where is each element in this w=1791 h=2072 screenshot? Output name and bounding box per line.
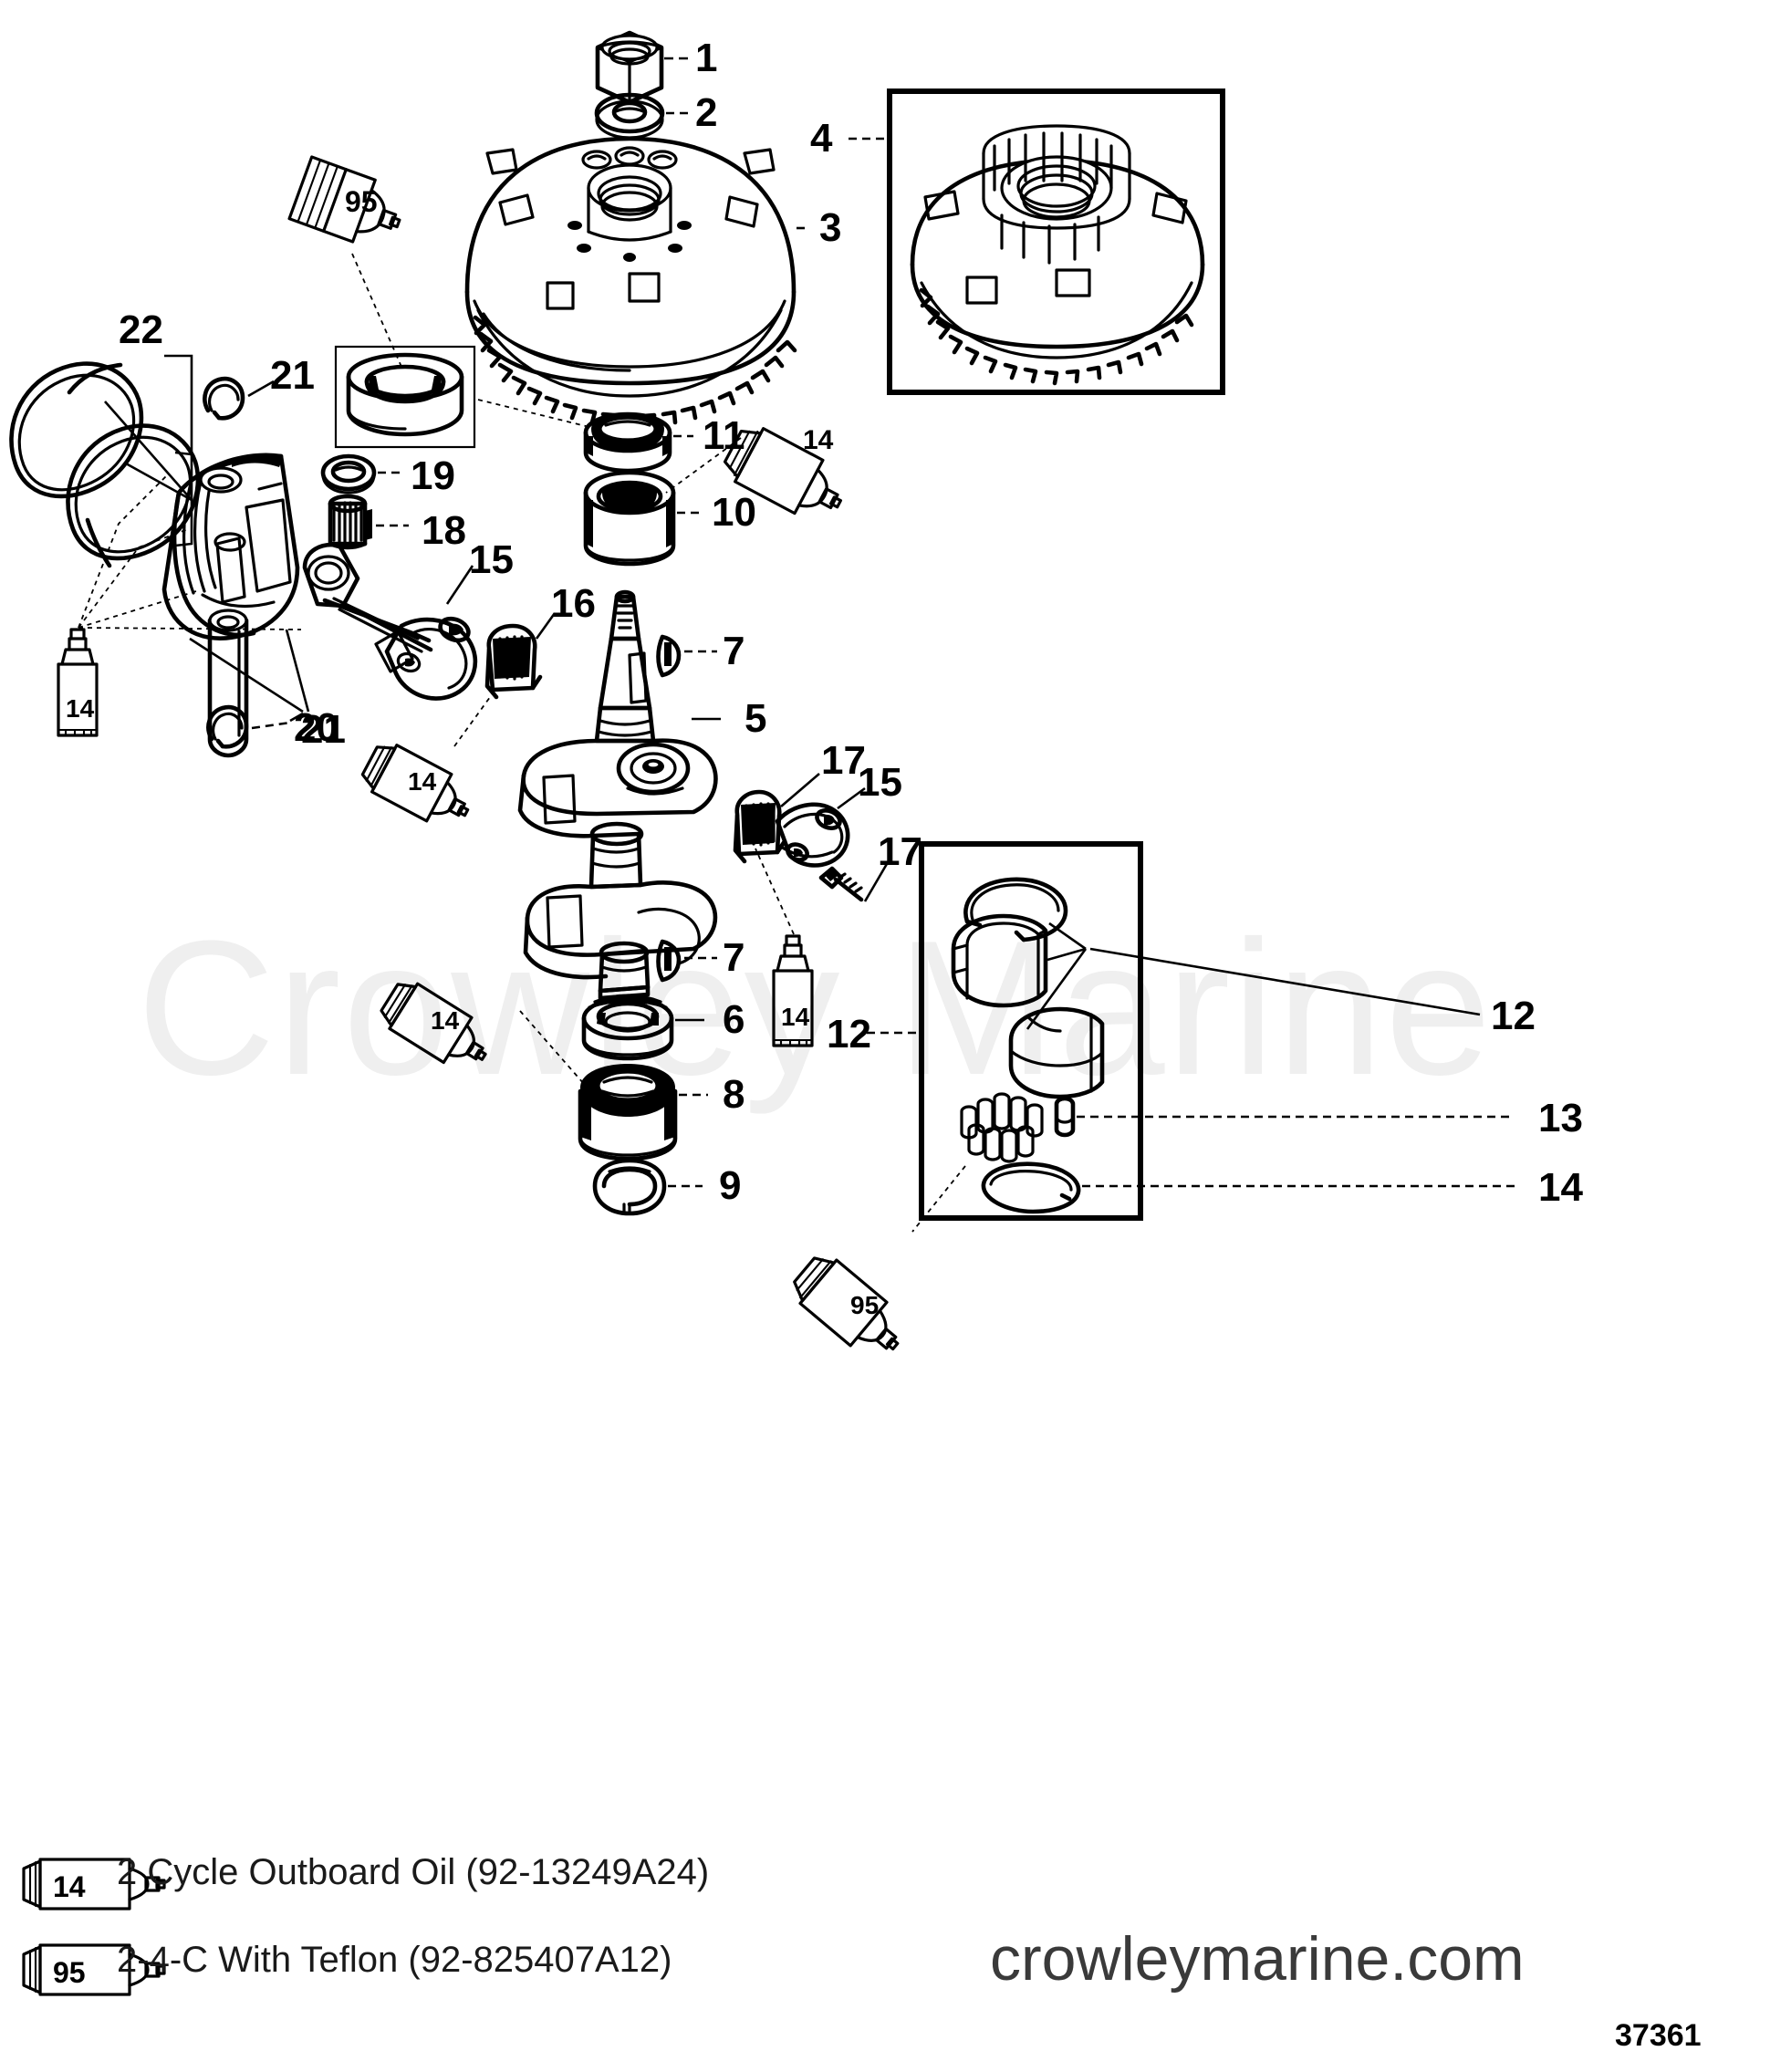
legend-row-95: 2-4-C With Teflon (92-825407A12) xyxy=(0,1918,821,2002)
part-rod-cap-bolt xyxy=(818,866,864,902)
part-rod-needle-bearing-lower xyxy=(733,789,787,864)
lube-tube-95-top-label: 95 xyxy=(345,185,378,218)
lube-tube-14-cage xyxy=(772,934,814,1047)
callout-7-upper: 7 xyxy=(723,629,745,673)
callout-2: 2 xyxy=(695,90,718,135)
callout-22: 22 xyxy=(119,307,163,352)
lube-tube-14-rod-label: 14 xyxy=(408,767,437,796)
part-connecting-rod-upper xyxy=(302,542,478,701)
lube-tube-14-left-label: 14 xyxy=(66,694,95,723)
callout-17-lower: 17 xyxy=(821,738,866,783)
callout-5: 5 xyxy=(745,696,767,741)
legend-text-95: 2-4-C With Teflon (92-825407A12) xyxy=(117,1940,672,1980)
callout-11: 11 xyxy=(703,413,745,458)
part-bearing-cage-half-b xyxy=(1008,1006,1105,1099)
part-drive-key-lower xyxy=(656,939,682,983)
callout-21-upper: 21 xyxy=(270,353,315,398)
callout-9: 9 xyxy=(719,1163,742,1208)
inset-flywheel-underside xyxy=(887,89,1225,395)
part-piston-ring-set xyxy=(9,354,201,568)
inset-bearing-kit xyxy=(919,841,1515,1221)
callout-12-assembly: 12 xyxy=(827,1012,871,1057)
part-wrist-pin-needle-bearing xyxy=(328,494,372,550)
part-piston-pin-lock-ring-upper xyxy=(203,376,245,421)
lube-tube-14-left xyxy=(57,628,99,737)
callout-13: 13 xyxy=(1538,1096,1583,1140)
legend-row-14: 2 Cycle Outboard Oil (92-13249A24) xyxy=(0,1834,821,1918)
part-flywheel-nut xyxy=(595,30,664,105)
callout-10: 10 xyxy=(712,490,756,535)
part-bearing-snap-ring-bottom xyxy=(981,1161,1081,1214)
legend-text-14: 2 Cycle Outboard Oil (92-13249A24) xyxy=(117,1852,710,1892)
flywheel-ring-gear-teeth xyxy=(473,315,797,429)
part-rod-needle-bearing-upper xyxy=(484,623,543,700)
part-upper-main-ball-bearing xyxy=(583,411,672,474)
callout-12-inset: 12 xyxy=(1491,994,1536,1038)
lube-leader-fan-left xyxy=(78,474,302,630)
callout-18: 18 xyxy=(422,508,466,553)
legend-tube-95-label: 95 xyxy=(53,1956,86,1989)
part-bearing-roller-cluster xyxy=(960,1092,1044,1163)
callout-7-lower: 7 xyxy=(723,935,745,980)
lube-tube-14-mid xyxy=(723,427,843,515)
callout-17-upper: 16 xyxy=(551,581,596,626)
part-retaining-snap-ring xyxy=(592,1158,667,1216)
callout-8: 8 xyxy=(723,1072,745,1117)
lube-tube-14-lower-label: 14 xyxy=(431,1006,460,1035)
callout-15-rod: 15 xyxy=(469,537,514,582)
lube-tube-14-mid-label: 14 xyxy=(803,425,834,455)
part-bearing-cage-half-a xyxy=(951,913,1048,1008)
legend-tube-95 xyxy=(22,1943,166,1996)
callout-14: 14 xyxy=(1538,1165,1583,1210)
part-lower-main-ball-bearing xyxy=(578,1064,678,1161)
part-flywheel xyxy=(464,136,797,429)
part-bearing-single-roller xyxy=(1054,1096,1076,1138)
lube-tube-95-top xyxy=(287,155,401,244)
callout-1: 1 xyxy=(695,36,718,80)
lubricant-legend: 2 Cycle Outboard Oil (92-13249A24) 2-4-C… xyxy=(0,1834,821,2002)
part-piston-pin-lock-ring-lower xyxy=(206,704,249,749)
lube-tube-95-bottom xyxy=(793,1256,900,1351)
lube-tube-14-rod xyxy=(360,744,470,823)
lube-tube-14-cage-label: 14 xyxy=(781,1003,810,1031)
callout-19: 19 xyxy=(411,453,455,498)
part-connecting-rod-cap xyxy=(775,802,850,868)
part-crankshaft xyxy=(517,589,718,1001)
watermark-crowley-marine: Crowley Marine xyxy=(137,901,1494,1115)
part-roller-bearing-cage xyxy=(583,470,676,567)
part-bearing-snap-ring-top xyxy=(963,877,1068,942)
callout-15-cap: 15 xyxy=(858,760,902,805)
inset-collar-spacer xyxy=(334,345,476,449)
part-piston xyxy=(161,453,300,640)
lube-tube-14-lower xyxy=(380,982,487,1065)
part-oil-seal xyxy=(581,994,674,1061)
legend-tube-14-label: 14 xyxy=(53,1870,86,1903)
callout-20: 20 xyxy=(294,705,338,750)
lube-tube-95-bottom-label: 95 xyxy=(850,1291,879,1319)
sheet-number: 37361 xyxy=(1615,2018,1702,2053)
callout-6: 6 xyxy=(723,997,745,1042)
callout-16: 17 xyxy=(878,829,922,874)
site-watermark: crowleymarine.com xyxy=(990,1924,1525,1994)
part-thrust-washer xyxy=(320,453,377,495)
part-flywheel-washer xyxy=(594,92,665,140)
part-drive-key-upper xyxy=(656,634,682,678)
callout-21-lower: 21 xyxy=(301,707,346,752)
legend-tube-14 xyxy=(22,1858,166,1911)
callout-3: 3 xyxy=(819,205,842,250)
callout-4: 4 xyxy=(810,116,833,161)
